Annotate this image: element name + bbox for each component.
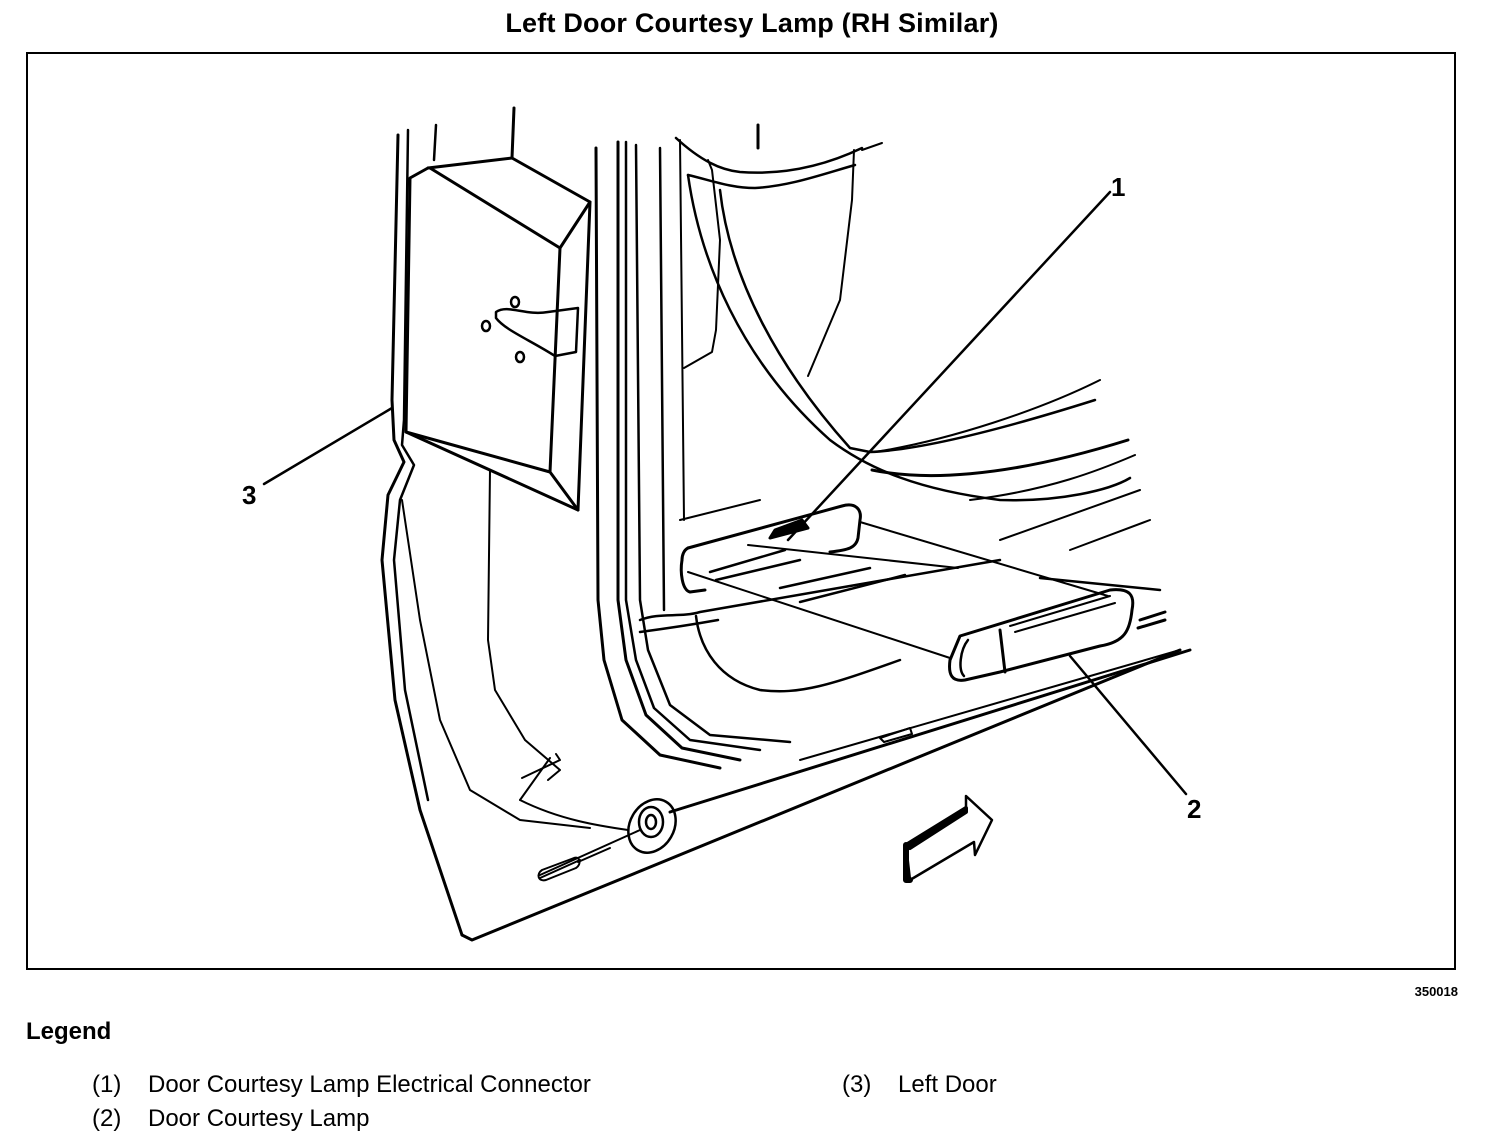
sill-pocket [638, 503, 1167, 693]
legend-item-text: Left Door [898, 1071, 997, 1098]
legend-title: Legend [26, 1018, 112, 1045]
legend-item-number: (3) [842, 1071, 872, 1098]
leader-line-1 [786, 190, 1112, 542]
legend-item-number: (2) [92, 1105, 122, 1132]
left-door [380, 123, 1182, 942]
diagram-title: Left Door Courtesy Lamp (RH Similar) [505, 8, 999, 38]
forward-arrow-icon [903, 794, 994, 883]
callout-2: 2 [1187, 794, 1201, 824]
figure-id: 350018 [1414, 984, 1458, 999]
illustration-frame [26, 52, 1456, 970]
legend-item: (2) Door Courtesy Lamp [92, 1105, 369, 1133]
leader-lines [262, 190, 1188, 796]
callout-3: 3 [242, 480, 256, 510]
leader-line-2 [1068, 654, 1188, 796]
door-opening-frame [594, 123, 1151, 770]
callout-1: 1 [1111, 172, 1125, 202]
door-panel-box [404, 106, 592, 512]
legend-item: (1) Door Courtesy Lamp Electrical Connect… [92, 1071, 591, 1099]
legend-item-text: Door Courtesy Lamp [148, 1105, 370, 1132]
legend-item-number: (1) [92, 1071, 122, 1098]
projection-lines [687, 521, 1109, 659]
courtesy-lamp [948, 588, 1135, 682]
legend-item-text: Door Courtesy Lamp Electrical Connector [148, 1071, 591, 1098]
legend-item: (3) Left Door [842, 1071, 997, 1099]
leader-line-3 [262, 406, 394, 486]
rocker-panel [519, 648, 1192, 882]
